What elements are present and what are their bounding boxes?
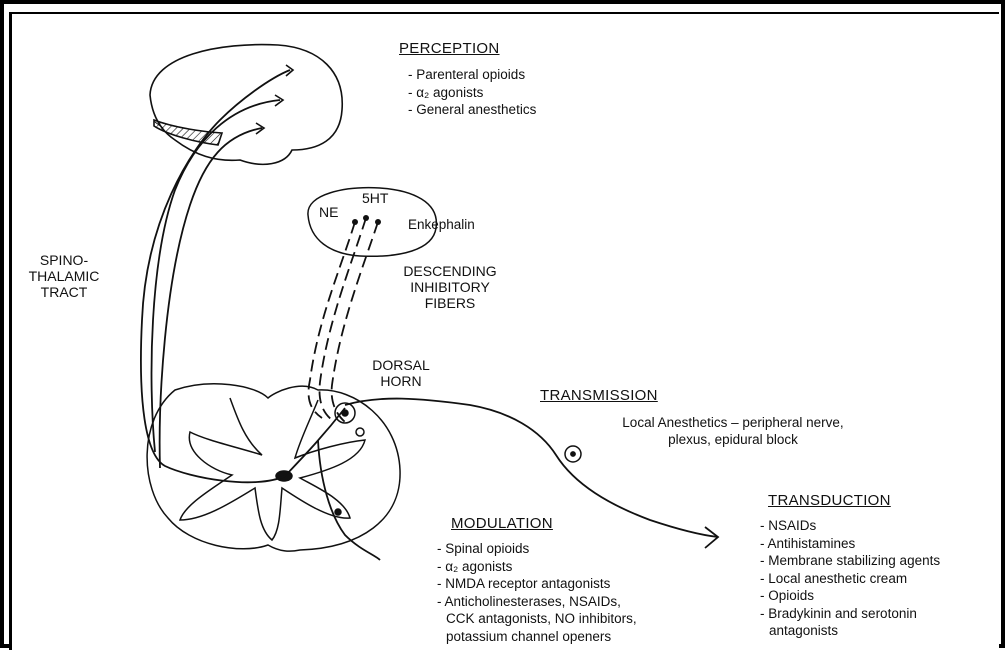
list-item: α₂ agonists [408,84,536,102]
label-line: FIBERS [380,295,520,311]
dorsal-horn-label: DORSAL HORN [366,357,436,389]
transmission-heading: TRANSMISSION [540,387,658,404]
label-line: THALAMIC [24,268,104,284]
label-line: DESCENDING [380,263,520,279]
list-item: General anesthetics [408,101,536,119]
spinothalamic-tract-label: SPINO- THALAMIC TRACT [24,252,104,300]
text-line: plexus, epidural block [583,431,883,448]
perception-heading: PERCEPTION [399,40,500,57]
transduction-list: NSAIDs Antihistamines Membrane stabilizi… [760,517,940,640]
list-item: NSAIDs [760,517,940,535]
list-item: Opioids [760,587,940,605]
list-item: α₂ agonists [437,558,637,576]
list-item: Parenteral opioids [408,66,536,84]
list-item: Local anesthetic cream [760,570,940,588]
fiber-origin-dots [352,215,381,225]
descending-fibers-label: DESCENDING INHIBITORY FIBERS [380,263,520,311]
brain-cortex [150,45,342,165]
list-item: Antihistamines [760,535,940,553]
transmission-text: Local Anesthetics – peripheral nerve, pl… [583,414,883,448]
label-line: SPINO- [24,252,104,268]
label-line: HORN [366,373,436,389]
spinothalamic-tract-lines [141,70,380,560]
modulation-list: Spinal opioids α₂ agonists NMDA receptor… [437,540,637,645]
perception-list: Parenteral opioids α₂ agonists General a… [408,66,536,119]
label-line: INHIBITORY [380,279,520,295]
descending-inhibitory-fibers [309,218,379,422]
list-item: Anticholinesterases, NSAIDs, [437,593,637,611]
label-line: TRACT [24,284,104,300]
list-item: Spinal opioids [437,540,637,558]
list-item: CCK antagonists, NO inhibitors, [437,610,637,628]
transduction-heading: TRANSDUCTION [768,492,891,509]
list-item: NMDA receptor antagonists [437,575,637,593]
spinal-cord-section [147,384,400,551]
list-item: Bradykinin and serotonin [760,605,940,623]
label-line: DORSAL [366,357,436,373]
list-item: Membrane stabilizing agents [760,552,940,570]
brain-arrowheads [256,65,293,134]
list-item: potassium channel openers [437,628,637,646]
enkephalin-label: Enkephalin [408,217,475,233]
modulation-heading: MODULATION [451,515,553,532]
ne-label: NE [319,204,338,220]
text-line: Local Anesthetics – peripheral nerve, [583,414,883,431]
5ht-label: 5HT [362,190,388,206]
list-item: antagonists [760,622,940,640]
